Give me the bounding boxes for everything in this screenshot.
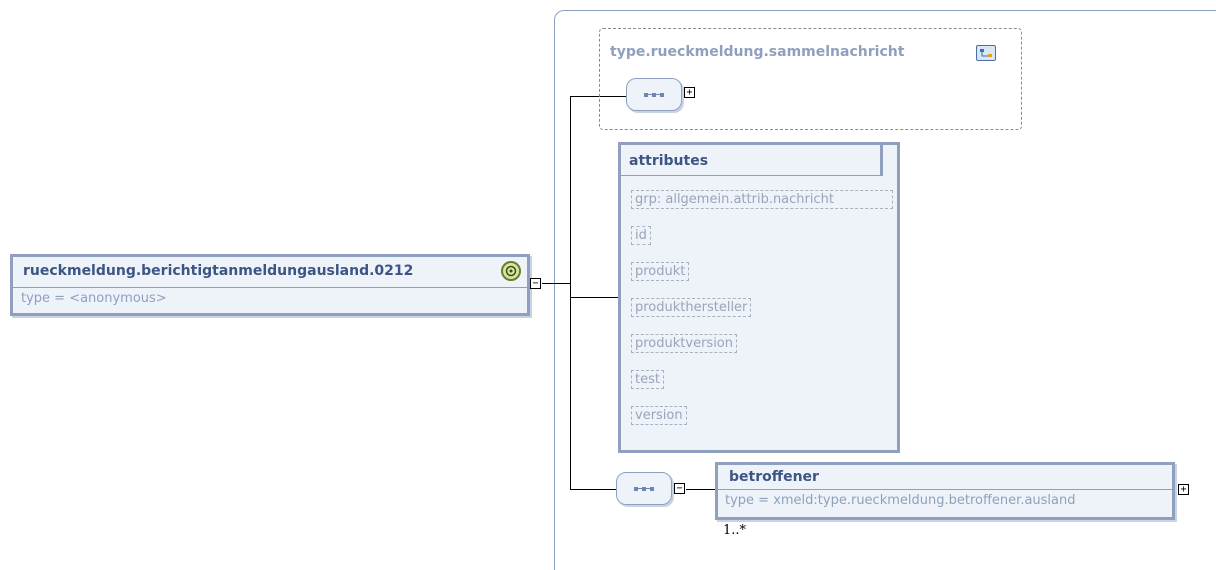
root-connector bbox=[542, 283, 570, 284]
attribute-item[interactable]: id bbox=[631, 226, 651, 245]
child-cardinality: 1..* bbox=[723, 523, 747, 538]
type-link-icon[interactable] bbox=[976, 45, 996, 61]
vertical-connector bbox=[570, 96, 571, 489]
child-sequence-collapse-toggle[interactable]: − bbox=[674, 483, 685, 494]
base-type-box[interactable]: type.rueckmeldung.sammelnachricht bbox=[599, 28, 1022, 130]
root-element-name: rueckmeldung.berichtigtanmeldungausland.… bbox=[23, 263, 414, 279]
base-type-name: type.rueckmeldung.sammelnachricht bbox=[610, 44, 905, 60]
connector-to-child-sequence bbox=[570, 489, 616, 490]
attribute-item[interactable]: produktversion bbox=[631, 334, 737, 353]
attributes-header: attributes bbox=[629, 153, 709, 169]
root-element-type: type = <anonymous> bbox=[21, 291, 167, 306]
connector-to-child-element bbox=[686, 489, 716, 490]
attribute-item[interactable]: produkt bbox=[631, 262, 690, 281]
root-element-box[interactable]: rueckmeldung.berichtigtanmeldungausland.… bbox=[10, 254, 530, 316]
root-collapse-toggle[interactable]: − bbox=[530, 278, 541, 289]
child-element-box[interactable]: betroffener type = xmeld:type.rueckmeldu… bbox=[715, 462, 1175, 520]
complex-type-frame bbox=[554, 10, 1216, 570]
child-element-type: type = xmeld:type.rueckmeldung.betroffen… bbox=[725, 493, 1076, 508]
attribute-item[interactable]: version bbox=[631, 406, 687, 425]
attributes-header-separator bbox=[621, 175, 883, 176]
child-element-separator bbox=[718, 489, 1172, 490]
attribute-item[interactable]: produkthersteller bbox=[631, 298, 752, 317]
base-type-expand-toggle[interactable]: + bbox=[684, 87, 695, 98]
child-sequence-node[interactable] bbox=[616, 472, 672, 505]
child-element-expand-toggle[interactable]: + bbox=[1178, 484, 1189, 495]
sequence-icon bbox=[634, 486, 654, 491]
attribute-item[interactable]: grp: allgemein.attrib.nachricht bbox=[631, 190, 893, 209]
root-element-separator bbox=[13, 287, 527, 288]
attribute-item[interactable]: test bbox=[631, 370, 664, 389]
base-type-sequence-node[interactable] bbox=[626, 78, 682, 111]
sequence-icon bbox=[644, 92, 664, 97]
connector-to-base-type bbox=[570, 96, 626, 97]
connector-to-attributes bbox=[570, 297, 618, 298]
element-badge-icon bbox=[501, 261, 521, 281]
attributes-header-edge bbox=[880, 142, 883, 176]
child-element-name: betroffener bbox=[729, 469, 819, 485]
